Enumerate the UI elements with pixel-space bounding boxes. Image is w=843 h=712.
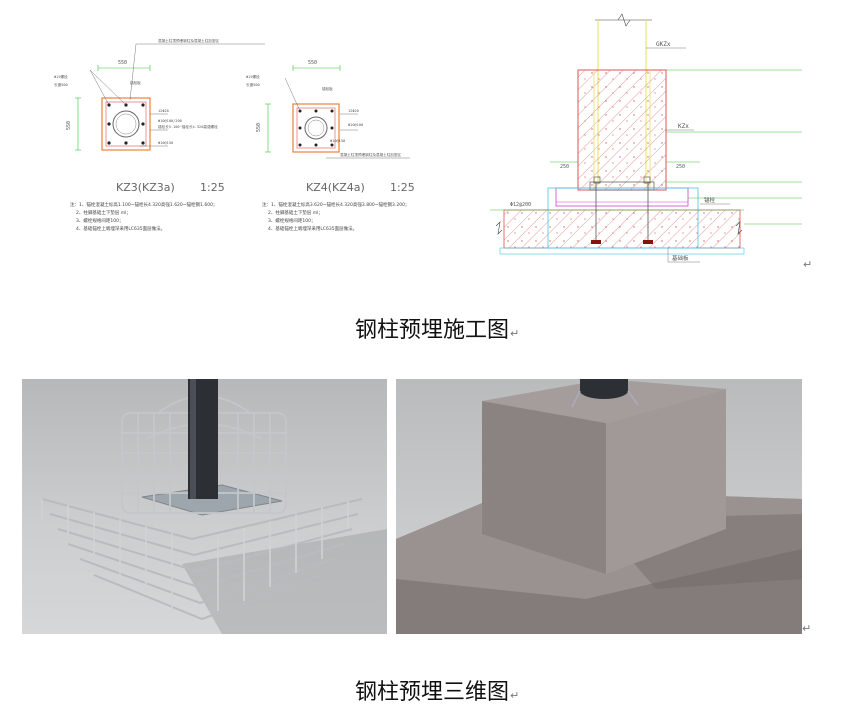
kz3-note-0: 注：1、锚栓混凝土标高1.100~锚栓长4.320高强1.620~锚栓钢1.60…: [70, 203, 218, 208]
return-mark-bottom: ↵: [802, 622, 812, 635]
return-mark-top: ↵: [803, 258, 813, 271]
kz3-note-1: 2、柱脚基础土下垫层 ml；: [76, 211, 131, 216]
kz4-label-5: Φ10@150: [330, 139, 345, 143]
caption-top-return-mark: ↵: [510, 327, 520, 340]
caption-bottom-return-mark: ↵: [510, 689, 520, 702]
kz4-scale: 1:25: [390, 181, 415, 194]
kz3-title: KZ3(KZ3a): [116, 181, 175, 194]
dim-left-label: 250: [560, 164, 569, 170]
kz4-label-2: 锚栓板: [322, 86, 333, 91]
rebar-cage-svg: [41, 379, 387, 634]
caption-top-text: 钢柱预埋施工图: [355, 318, 510, 343]
kz3-label-4: Φ10@100/200: [158, 119, 182, 123]
kz4-title: KZ4(KZ4a): [306, 181, 365, 194]
kz4-label-1: 长度500: [246, 82, 260, 87]
kz4-label-4: Φ10@100: [348, 123, 363, 127]
kz3-scale: 1:25: [200, 181, 225, 194]
kz4-label-3: 12Φ20: [348, 109, 359, 113]
kz3-dim-left: 550: [66, 121, 72, 130]
kz4-note-2: 3、螺栓规格间距100；: [268, 219, 316, 224]
rebar-label: Φ12@200: [510, 202, 531, 208]
elevation-svg: GKZx KZx 250 250 Φ12@200 锚栓 基础板: [490, 13, 802, 263]
kz3-note-3: 4、基础锚栓上端埋深采用LC635面层做法。: [76, 227, 166, 232]
kz3-label-6: Φ10@150: [158, 141, 173, 145]
caption-3d-model: 钢柱预埋三维图↵: [355, 674, 519, 706]
kz3-label-5: 锚栓长5.100~锚栓长4.320高强螺栓: [158, 124, 218, 129]
rebar-cage-render: [22, 379, 387, 634]
kz3-label-1: 长度500: [54, 82, 68, 87]
column-elevation-drawing: GKZx KZx 250 250 Φ12@200 锚栓 基础板: [490, 12, 810, 272]
concrete-block-svg: [396, 379, 802, 634]
dim-right-label: 250: [676, 164, 685, 170]
kz4-note-1: 2、柱脚基础土下垫层 ml；: [268, 211, 323, 216]
kz-label: KZx: [678, 123, 689, 130]
kz3-label-2: 锚栓板: [130, 80, 141, 85]
column-section-drawings: 550 550 550 550 Φ15螺栓 长度500 锚栓板 12Φ20 Φ1…: [40, 30, 440, 270]
concrete-block-render: [396, 379, 802, 634]
kz4-dim-top: 550: [308, 60, 317, 66]
kz3-label-3: 12Φ20: [158, 109, 169, 113]
caption-construction-drawing: 钢柱预埋施工图↵: [355, 312, 519, 344]
kz4-label-6: 混凝土柱顶预埋钢柱及混凝土柱加密区: [340, 152, 401, 157]
kz3-section: [75, 43, 265, 151]
kz4-section: [265, 65, 410, 159]
kz4-label-0: Φ15螺栓: [246, 74, 260, 79]
kz3-label-0: Φ15螺栓: [54, 74, 68, 79]
gkz-label: GKZx: [656, 41, 671, 48]
anchor-label: 锚栓: [704, 196, 716, 204]
kz3-label-7: 混凝土柱顶预埋钢柱及混凝土柱加密区: [158, 38, 219, 43]
kz4-note-0: 注：1、锚栓混凝土标高3.620~锚栓长4.320高强3.800~锚栓钢3.20…: [262, 203, 410, 208]
kz4-note-3: 4、基础锚栓上端埋深采用LC635面层做法。: [268, 227, 358, 232]
kz3-dim-top: 550: [118, 60, 127, 66]
column-section-svg: 550 550 550 550 Φ15螺栓 长度500 锚栓板 12Φ20 Φ1…: [54, 38, 415, 194]
base-label: 基础板: [672, 254, 689, 262]
kz4-dim-left: 550: [256, 123, 262, 132]
caption-bottom-text: 钢柱预埋三维图: [355, 680, 510, 705]
kz3-note-2: 3、螺栓规格间距100；: [76, 219, 124, 224]
